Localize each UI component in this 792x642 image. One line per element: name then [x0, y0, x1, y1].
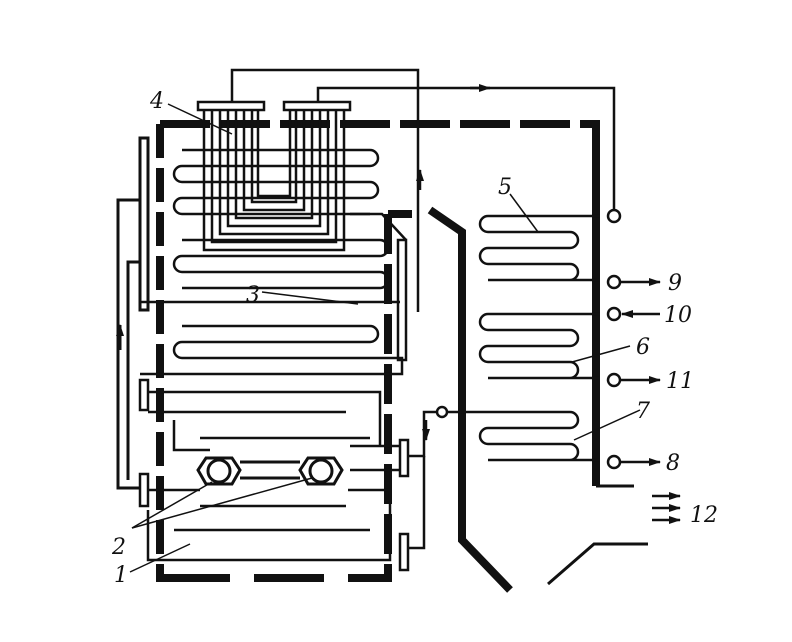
connection-nodes [435, 208, 622, 470]
convective-coils [440, 214, 600, 462]
lower-section [138, 378, 440, 572]
label-8: 8 [666, 451, 680, 476]
label-7: 7 [636, 399, 650, 424]
label-4: 4 [149, 89, 164, 114]
economizer-5 [478, 214, 600, 282]
label-10: 10 [664, 303, 692, 328]
label-12: 12 [690, 503, 718, 528]
superheater-4 [196, 68, 616, 312]
label-6: 6 [636, 335, 650, 360]
leader-lines [129, 103, 641, 573]
labels: 1 2 3 4 5 6 7 8 9 10 11 12 [111, 89, 718, 588]
label-2: 2 [111, 535, 126, 560]
downcomers [116, 136, 150, 490]
label-11: 11 [666, 369, 694, 394]
drums-2 [196, 456, 344, 486]
furnace-coils-3 [140, 148, 408, 376]
label-1: 1 [114, 563, 128, 588]
flow-arrows [620, 278, 681, 524]
coil-7 [440, 410, 600, 462]
coil-6 [478, 312, 600, 380]
left-collector-upper [138, 136, 150, 312]
label-9: 9 [668, 271, 682, 296]
label-5: 5 [498, 175, 512, 200]
second-shaft-wall [427, 206, 648, 593]
furnace-walls [156, 120, 600, 582]
label-3: 3 [246, 283, 260, 308]
